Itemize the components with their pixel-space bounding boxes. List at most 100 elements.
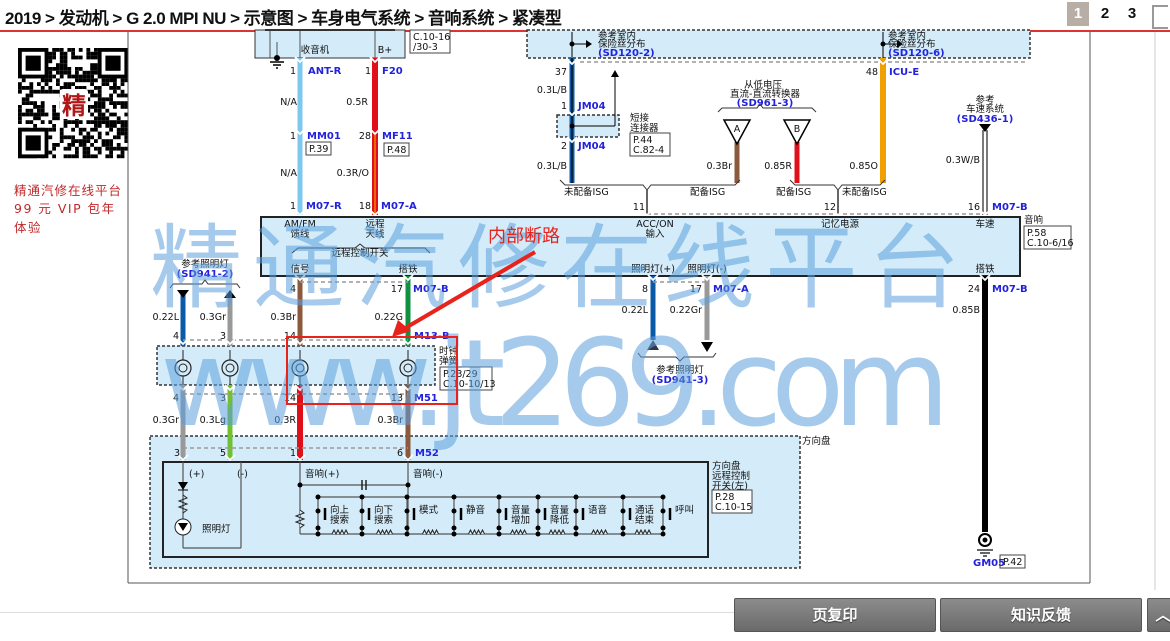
- qr-module: [116, 86, 121, 90]
- print-icon[interactable]: [1152, 5, 1168, 29]
- ref-p39-text: P.39: [309, 144, 328, 155]
- qr-module: [97, 112, 102, 117]
- qr-module: [63, 55, 68, 60]
- clock-spring-icon: [403, 363, 413, 373]
- qr-module: [18, 89, 22, 94]
- qr-module: [71, 139, 75, 143]
- junction-dot: [359, 531, 365, 537]
- qr-module: [120, 150, 125, 155]
- feedback-button[interactable]: 知识反馈: [940, 598, 1142, 632]
- junction-dot: [451, 508, 457, 514]
- dcdc-bracket: [717, 103, 817, 113]
- junction-dot: [496, 508, 502, 514]
- qr-module: [48, 120, 53, 124]
- qr-module: [59, 48, 64, 52]
- switch-label-5: 音量: [550, 504, 570, 516]
- qr-module: [97, 124, 102, 128]
- qr-module: [120, 154, 125, 159]
- label-b4: 4: [290, 284, 296, 295]
- qr-module: [97, 86, 102, 90]
- switch-label-1: 向下: [374, 504, 393, 516]
- qr-module: [18, 105, 22, 109]
- junction-dot: [359, 525, 365, 531]
- switch-label-8: 呼叫: [675, 505, 694, 516]
- label-w03r: 0.3R: [274, 415, 296, 426]
- qr-module: [90, 67, 94, 71]
- qr-module: [56, 78, 60, 83]
- label-ill1: 参考照明灯: [181, 258, 229, 270]
- qr-module: [21, 86, 26, 90]
- page-1-button[interactable]: 1: [1067, 2, 1089, 26]
- qr-module: [25, 93, 30, 98]
- label-m52: M52: [415, 448, 439, 459]
- qr-module: [48, 74, 53, 79]
- connector-pin-icon: [294, 384, 306, 392]
- qr-module: [90, 89, 94, 94]
- qr-module: [113, 135, 117, 140]
- label-jm04a: JM04: [577, 101, 606, 112]
- qr-module: [18, 112, 22, 117]
- reference-triangle-icon: [722, 119, 752, 146]
- resistor-icon: [634, 528, 652, 536]
- page-3-button[interactable]: 3: [1127, 5, 1137, 22]
- qr-module: [82, 74, 87, 79]
- qr-module: [37, 108, 41, 113]
- qr-module: [48, 67, 53, 71]
- label-na1: N/A: [280, 97, 297, 108]
- label-p37: 37: [555, 67, 567, 78]
- label-w03gr_b: 0.3Gr: [153, 415, 179, 426]
- qr-module: [109, 143, 113, 147]
- qr-module: [78, 143, 83, 147]
- label-m07b_mid: M07-B: [413, 284, 449, 295]
- qr-module: [97, 146, 102, 151]
- qr-module: [90, 112, 94, 117]
- qr-module: [109, 124, 113, 128]
- ref-p44-text: C.82-4: [633, 145, 664, 156]
- junction-dot: [451, 525, 457, 531]
- junction-dot: [535, 531, 541, 537]
- label-aud_p: 音响(+): [305, 468, 339, 480]
- ref-p23-text: C.10-10/13: [443, 379, 496, 390]
- qr-module: [71, 120, 75, 124]
- label-mem: 记忆电源: [821, 218, 860, 230]
- qr-module: [52, 51, 56, 56]
- junction-dot: [535, 525, 541, 531]
- qr-module: [78, 78, 83, 83]
- label-bplus: B+: [378, 45, 392, 56]
- connector-pin-icon: [294, 338, 306, 346]
- qr-module: [97, 101, 102, 105]
- label-spd1: 参考: [975, 94, 994, 106]
- ground-dot: [274, 55, 280, 61]
- qr-module: [94, 146, 98, 151]
- label-m07a_b: M07-A: [713, 284, 749, 295]
- qr-module: [109, 154, 113, 159]
- junction-dot: [573, 494, 579, 500]
- qr-module: [86, 89, 91, 94]
- qr-module: [90, 120, 94, 124]
- qr-module: [105, 143, 110, 147]
- connector-pin-icon: [177, 384, 189, 392]
- label-w085b: 0.85B: [952, 305, 980, 316]
- qr-module: [116, 135, 121, 140]
- connector-pin-icon: [402, 454, 414, 462]
- qr-module: [40, 120, 45, 124]
- qr-module: [52, 146, 56, 151]
- label-c4: 4: [173, 331, 179, 342]
- label-swl2: 远程控制: [712, 470, 750, 482]
- scroll-top-button[interactable]: ︿: [1147, 598, 1170, 632]
- qr-module: [101, 120, 106, 124]
- label-mm01_pin: 1: [290, 131, 296, 142]
- connector-pin-icon: [294, 454, 306, 462]
- qr-module: [120, 105, 125, 109]
- page-2-button[interactable]: 2: [1100, 5, 1110, 22]
- qr-module: [86, 135, 91, 140]
- qr-module: [109, 150, 113, 155]
- qr-module: [63, 59, 68, 64]
- label-icue: ICU-E: [889, 67, 919, 78]
- label-fuse2_a: 参考室内: [888, 30, 926, 42]
- label-noisg1: 未配备ISG: [564, 186, 609, 198]
- qr-module: [124, 112, 128, 117]
- connector-pin-icon: [701, 274, 713, 282]
- print-page-button[interactable]: 页复印: [734, 598, 936, 632]
- qr-module: [71, 154, 75, 159]
